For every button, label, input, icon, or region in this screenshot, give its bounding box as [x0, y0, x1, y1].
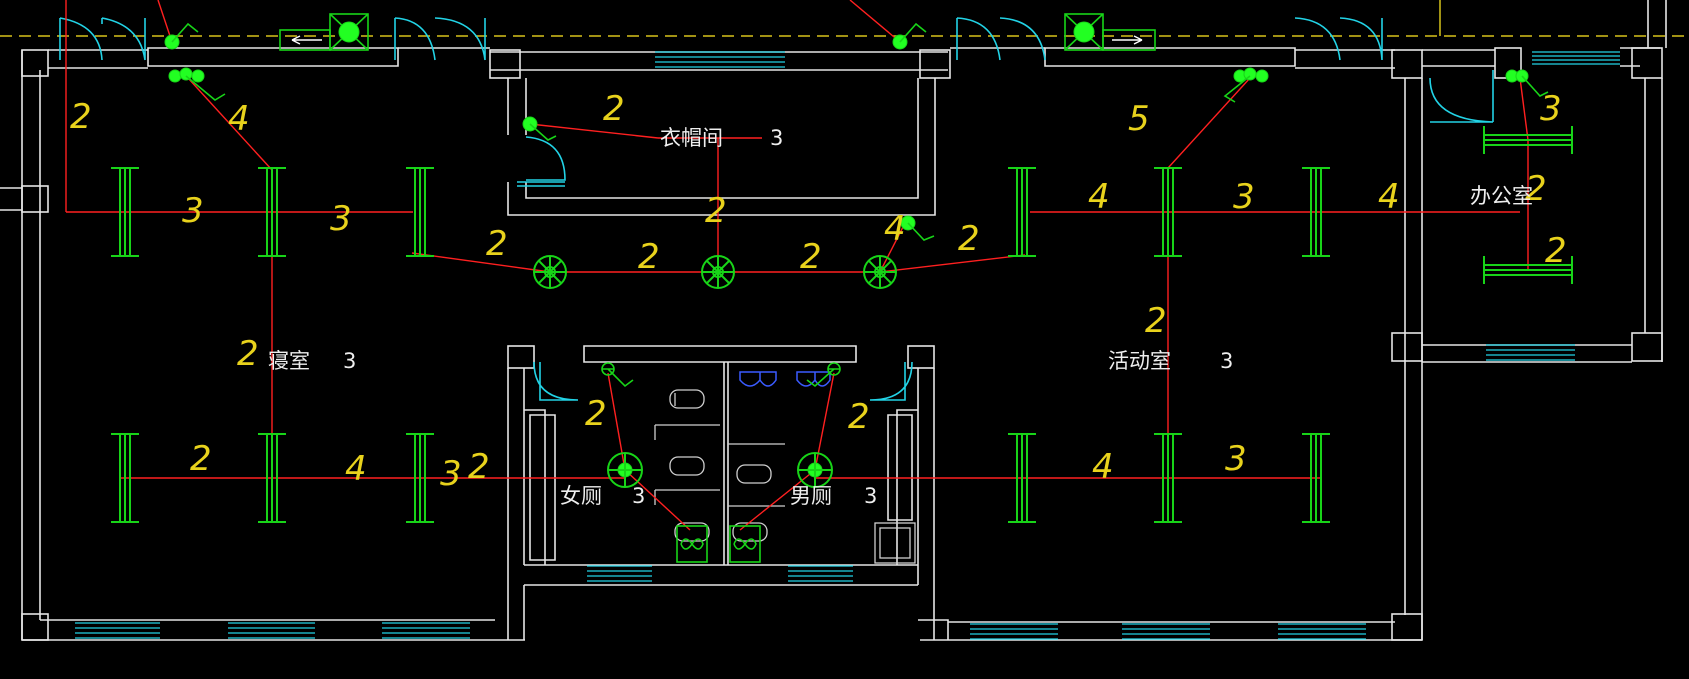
switch-icon — [601, 362, 634, 388]
room-label-office: 办公室 — [1470, 184, 1533, 208]
wire-count-label: 2 — [70, 97, 92, 137]
room-count-activity: 3 — [1220, 349, 1233, 373]
fluorescent-lamp-icon — [1154, 167, 1182, 257]
windows — [75, 51, 1620, 640]
ceiling-lamp-icon — [533, 255, 567, 289]
exhaust-fans — [676, 525, 761, 563]
wire-count-label: 2 — [705, 191, 727, 231]
wire-count-label: 2 — [848, 397, 870, 437]
room-label-activity: 活动室 — [1108, 349, 1171, 373]
wire-count-label: 2 — [585, 394, 607, 434]
toilet-fixtures — [654, 389, 916, 564]
fluorescent-lamp-icon — [258, 167, 286, 257]
wire-count-label: 3 — [1233, 177, 1255, 217]
wire-count-label: 2 — [800, 237, 822, 277]
fluorescent-lamp-icon — [111, 433, 139, 523]
wire-count-label: 3 — [330, 199, 352, 239]
wire-count-label: 3 — [182, 191, 204, 231]
room-label-dormitory: 寝室 — [268, 349, 310, 373]
wire-count-label: 3 — [1225, 439, 1247, 479]
wire-count-label: 4 — [1092, 447, 1114, 487]
switch-icon — [1223, 67, 1269, 103]
wire-count-label: 2 — [190, 439, 212, 479]
urinals — [739, 371, 831, 387]
fluorescent-lamp-icon — [258, 433, 286, 523]
wire-count-label: 2 — [958, 219, 980, 259]
room-label-men-wc: 男厕 — [790, 484, 832, 508]
wire-count-label: 2 — [1145, 301, 1167, 341]
distribution-box-icon — [1064, 13, 1156, 51]
wire-count-label: 5 — [1128, 99, 1150, 139]
room-labels: 寝室 3 衣帽间 3 活动室 3 办公室 女厕 3 男厕 3 — [268, 126, 1533, 508]
wire-count-label: 4 — [345, 449, 367, 489]
switch-icon — [892, 22, 927, 50]
wire-count-label: 2 — [1545, 231, 1567, 271]
switch-icon — [900, 215, 935, 241]
switch-icon — [522, 116, 557, 141]
fluorescent-lamp-icon — [1008, 433, 1036, 523]
wire-count-label: 4 — [1088, 177, 1110, 217]
wire-count-label: 4 — [1378, 177, 1400, 217]
fluorescent-lamp-icon — [1154, 433, 1182, 523]
switch-icon — [806, 362, 841, 388]
wire-count-label: 2 — [603, 89, 625, 129]
fluorescent-lamp-icon — [406, 167, 434, 257]
room-count-women-wc: 3 — [632, 484, 645, 508]
fluorescent-lamp-icon — [1008, 167, 1036, 257]
switches — [164, 22, 1549, 388]
ceiling-lamp-icon — [607, 452, 643, 488]
fluorescent-lamp-icon — [1302, 167, 1330, 257]
wire-count-label: 2 — [638, 237, 660, 277]
wire-count-label: 2 — [1525, 169, 1547, 209]
wire-count-label: 3 — [440, 454, 462, 494]
doors — [59, 17, 1494, 401]
fluorescent-lamps — [111, 126, 1573, 523]
fluorescent-lamp-icon — [1302, 433, 1330, 523]
wire-count-label: 2 — [468, 447, 490, 487]
switch-icon — [168, 67, 226, 101]
ceiling-lamp-icon — [797, 452, 833, 488]
switch-icon — [164, 22, 199, 50]
room-label-women-wc: 女厕 — [560, 484, 602, 508]
fluorescent-lamp-icon — [1483, 126, 1573, 154]
distribution-box-icon — [279, 13, 369, 51]
wire-count-label: 4 — [228, 99, 250, 139]
wiring — [65, 0, 1529, 531]
room-count-men-wc: 3 — [864, 484, 877, 508]
fluorescent-lamp-icon — [406, 433, 434, 523]
exhaust-fan-icon — [729, 525, 761, 563]
distribution-boxes — [279, 13, 1156, 51]
wire-count-label: 4 — [884, 209, 906, 249]
room-label-cloakroom: 衣帽间 — [660, 126, 723, 150]
switch-icon — [1505, 69, 1549, 97]
fluorescent-lamp-icon — [1483, 256, 1573, 284]
ceiling-lamps — [533, 255, 897, 488]
wire-count-label: 2 — [486, 224, 508, 264]
ceiling-lamp-icon — [701, 255, 735, 289]
ceiling-lamp-icon — [863, 255, 897, 289]
wire-count-label: 2 — [237, 334, 259, 374]
fluorescent-lamp-icon — [111, 167, 139, 257]
exhaust-fan-icon — [676, 525, 708, 563]
wire-count-label: 3 — [1540, 89, 1562, 129]
room-count-dormitory: 3 — [343, 349, 356, 373]
room-count-cloakroom: 3 — [770, 126, 783, 150]
walls — [0, 0, 1667, 641]
